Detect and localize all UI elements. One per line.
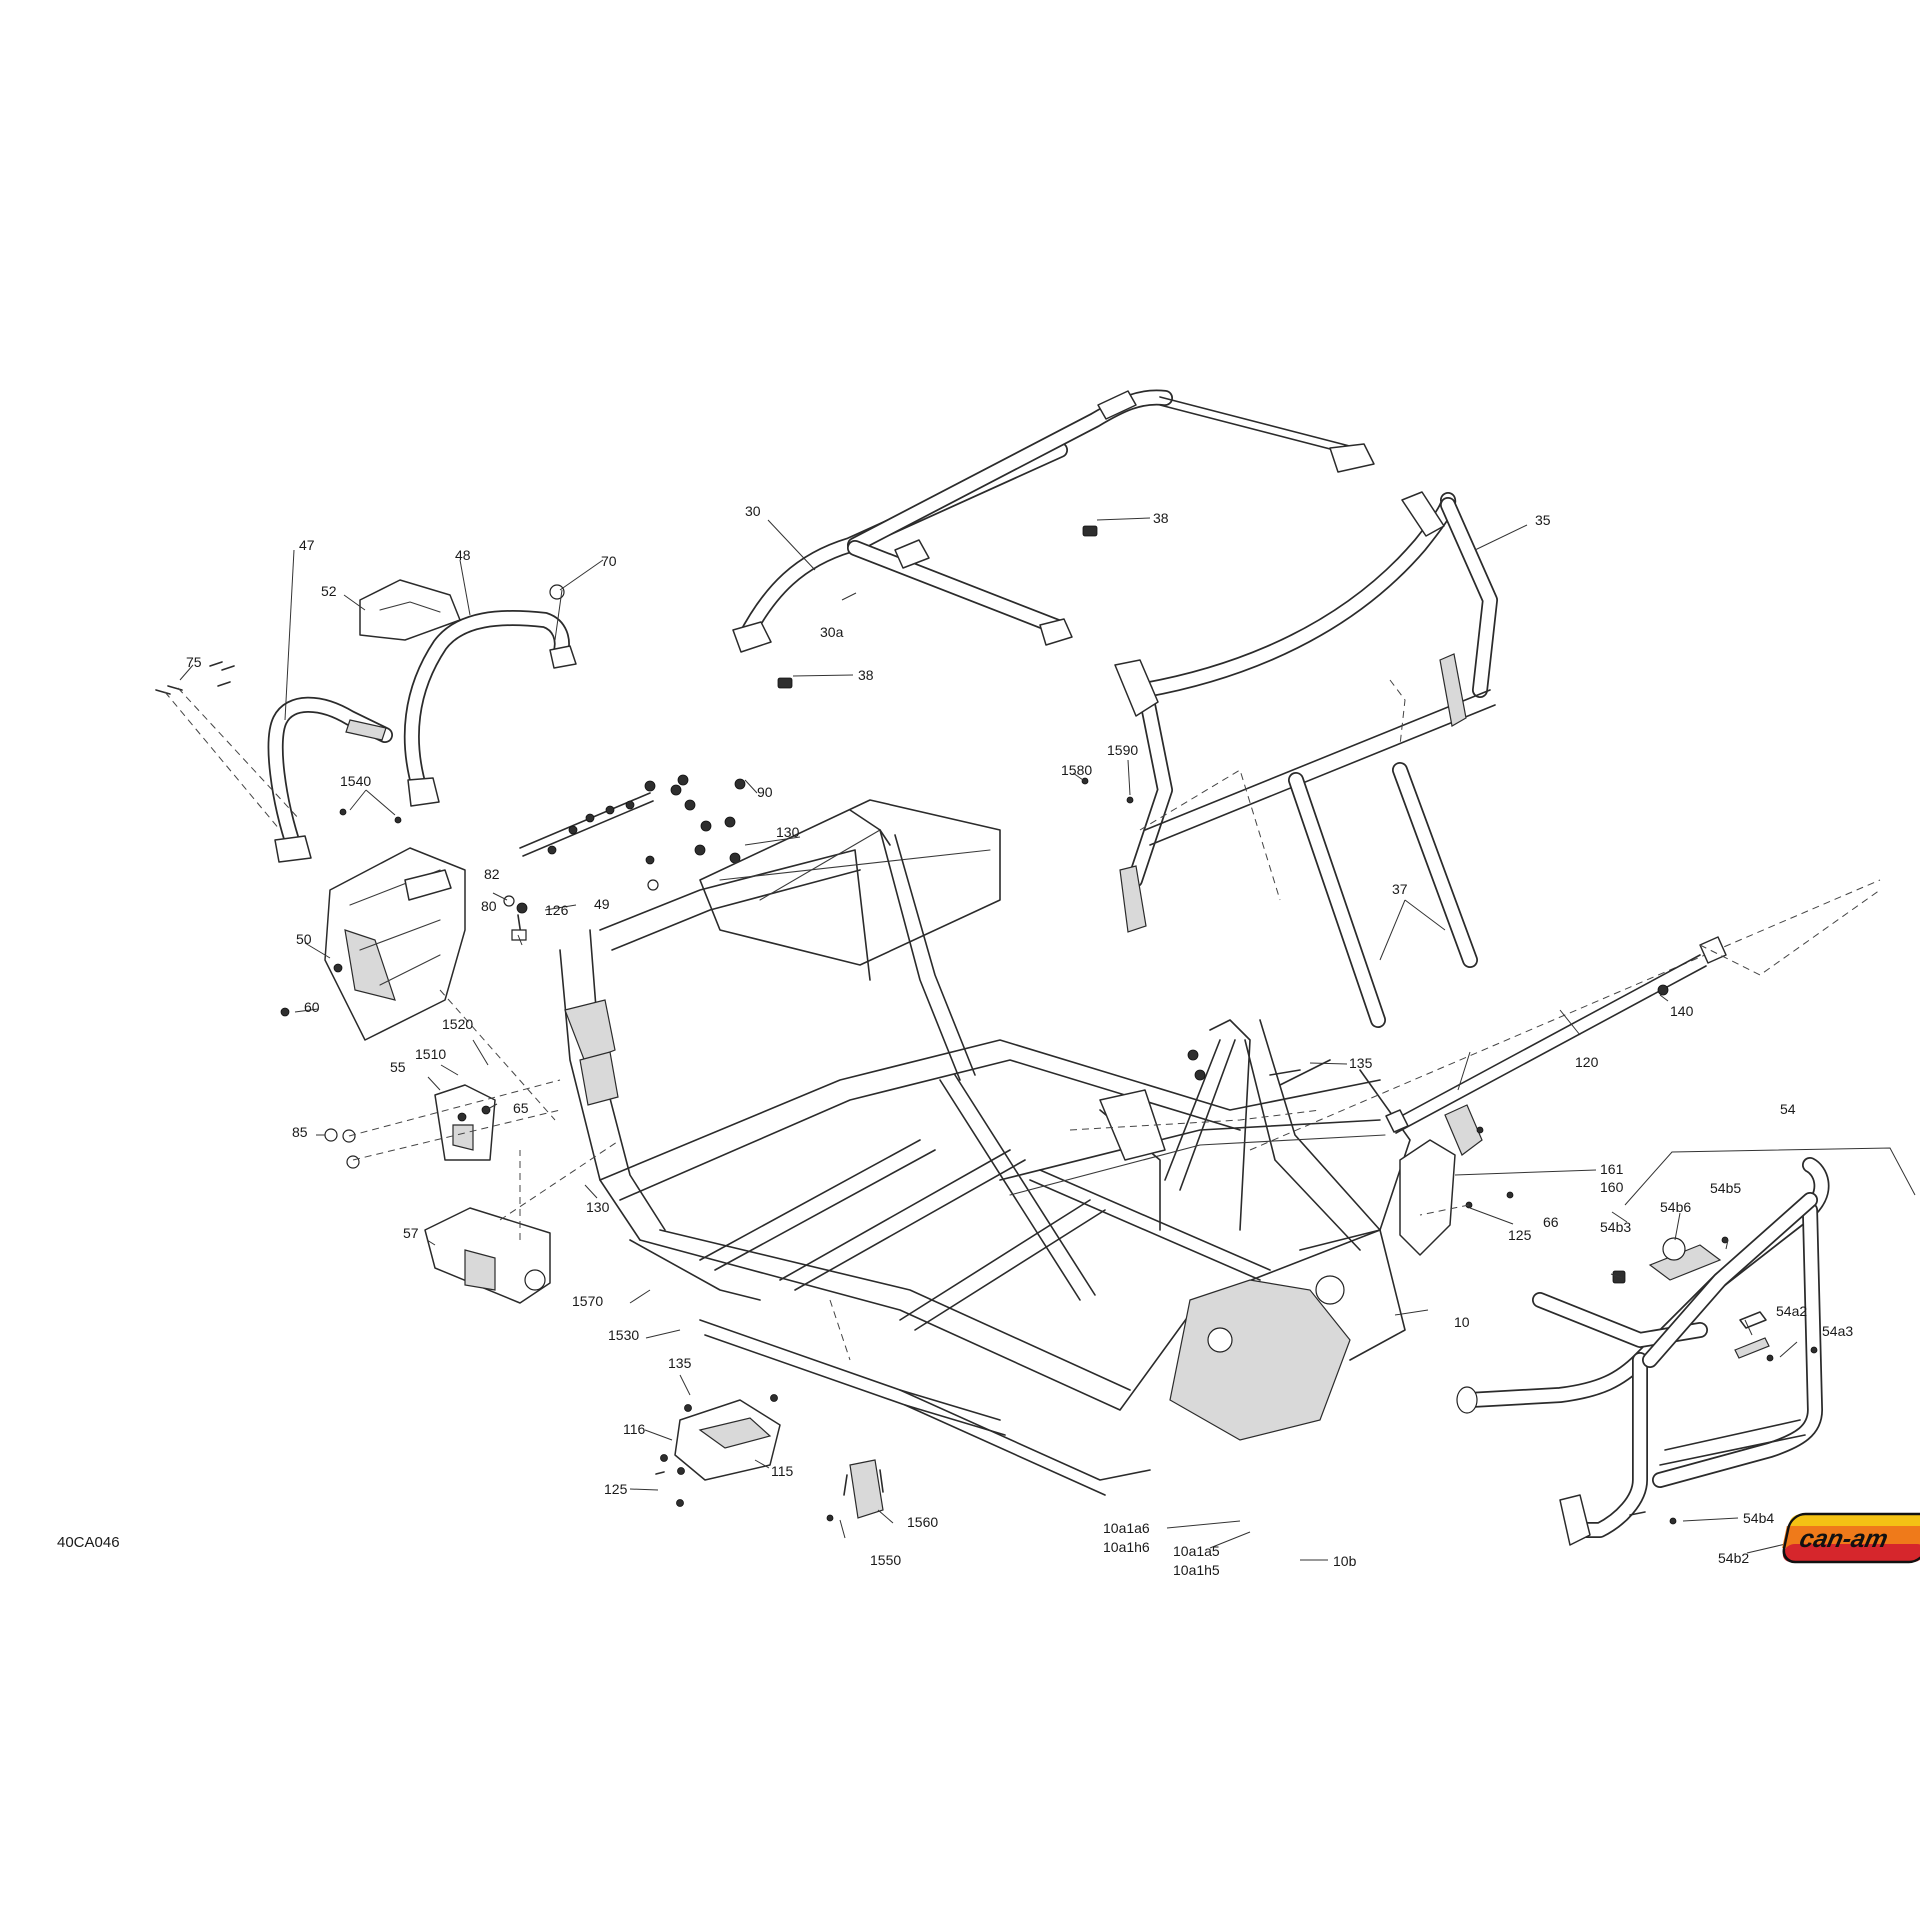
callout-1510: 1510 (415, 1046, 446, 1062)
callout-10a1h6: 10a1h6 (1103, 1539, 1150, 1555)
callout-54a2: 54a2 (1776, 1303, 1807, 1319)
callout-161: 161 (1600, 1161, 1624, 1177)
lower-mounts (655, 1394, 884, 1522)
callout-52: 52 (321, 583, 337, 599)
callout-10b: 10b (1333, 1553, 1357, 1569)
callout-54b5: 54b5 (1710, 1180, 1741, 1196)
callout-55: 55 (390, 1059, 406, 1075)
callout-54a3: 54a3 (1822, 1323, 1853, 1339)
callout-125-right: 125 (1508, 1227, 1532, 1243)
callout-30a: 30a (820, 624, 844, 640)
callout-54b3: 54b3 (1600, 1219, 1631, 1235)
callout-85: 85 (292, 1124, 308, 1140)
callout-37: 37 (1392, 881, 1408, 897)
front-bumper-assembly (155, 579, 577, 1041)
callout-35: 35 (1535, 512, 1551, 528)
callout-48: 48 (455, 547, 471, 563)
callout-70: 70 (601, 553, 617, 569)
bolt-set-75 (155, 661, 301, 831)
callout-120: 120 (1575, 1054, 1599, 1070)
callout-125-lower: 125 (604, 1481, 628, 1497)
callout-1550: 1550 (870, 1552, 901, 1568)
callout-54b6: 54b6 (1660, 1199, 1691, 1215)
side-brackets (1187, 1049, 1514, 1256)
roll-cage-top-assembly (732, 389, 1498, 1028)
callout-60: 60 (304, 999, 320, 1015)
callout-135-lower: 135 (668, 1355, 692, 1371)
callout-1540: 1540 (340, 773, 371, 789)
callout-10a1a6: 10a1a6 (1103, 1520, 1150, 1536)
callout-1520: 1520 (442, 1016, 473, 1032)
callout-1530: 1530 (608, 1327, 639, 1343)
callout-130-upper: 130 (776, 824, 800, 840)
callout-38-top: 38 (1153, 510, 1169, 526)
figure-id: 40CA046 (57, 1534, 120, 1551)
callout-82: 82 (484, 866, 500, 882)
callout-65: 65 (513, 1100, 529, 1116)
callout-126: 126 (545, 902, 569, 918)
callout-54b2: 54b2 (1718, 1550, 1749, 1566)
callout-54b4: 54b4 (1743, 1510, 1774, 1526)
rear-crossmember (1385, 889, 1881, 1134)
callout-47: 47 (299, 537, 315, 553)
callout-54: 54 (1780, 1101, 1796, 1117)
callout-130-lower: 130 (586, 1199, 610, 1215)
callout-38-front: 38 (858, 667, 874, 683)
callout-90: 90 (757, 784, 773, 800)
callout-160: 160 (1600, 1179, 1624, 1195)
logo-text: can-am (1797, 1525, 1890, 1553)
callout-1590: 1590 (1107, 742, 1138, 758)
callout-57: 57 (403, 1225, 419, 1241)
rear-bumper-assembly (1456, 1147, 1916, 1546)
callout-labels: 30 30a 35 37 38 38 47 48 49 50 52 54 54a… (57, 503, 1853, 1578)
callout-1570: 1570 (572, 1293, 603, 1309)
callout-66: 66 (1543, 1214, 1559, 1230)
callout-1580: 1580 (1061, 762, 1092, 778)
callout-135-upper: 135 (1349, 1055, 1373, 1071)
callout-10a1a5: 10a1a5 (1173, 1543, 1220, 1559)
upper-crossbar-assembly (503, 774, 746, 941)
callout-140: 140 (1670, 1003, 1694, 1019)
callout-leader-lines (179, 517, 1798, 1561)
callout-115: 115 (771, 1463, 794, 1479)
can-am-logo: can-am (1782, 1512, 1920, 1564)
callout-1560: 1560 (907, 1514, 938, 1530)
callout-10: 10 (1454, 1314, 1470, 1330)
callout-75: 75 (186, 654, 202, 670)
callout-50: 50 (296, 931, 312, 947)
callout-116: 116 (623, 1421, 646, 1437)
callout-80: 80 (481, 898, 497, 914)
callout-10a1h5: 10a1h5 (1173, 1562, 1220, 1578)
callout-30: 30 (745, 503, 761, 519)
callout-49: 49 (594, 896, 610, 912)
main-frame (439, 799, 1881, 1496)
